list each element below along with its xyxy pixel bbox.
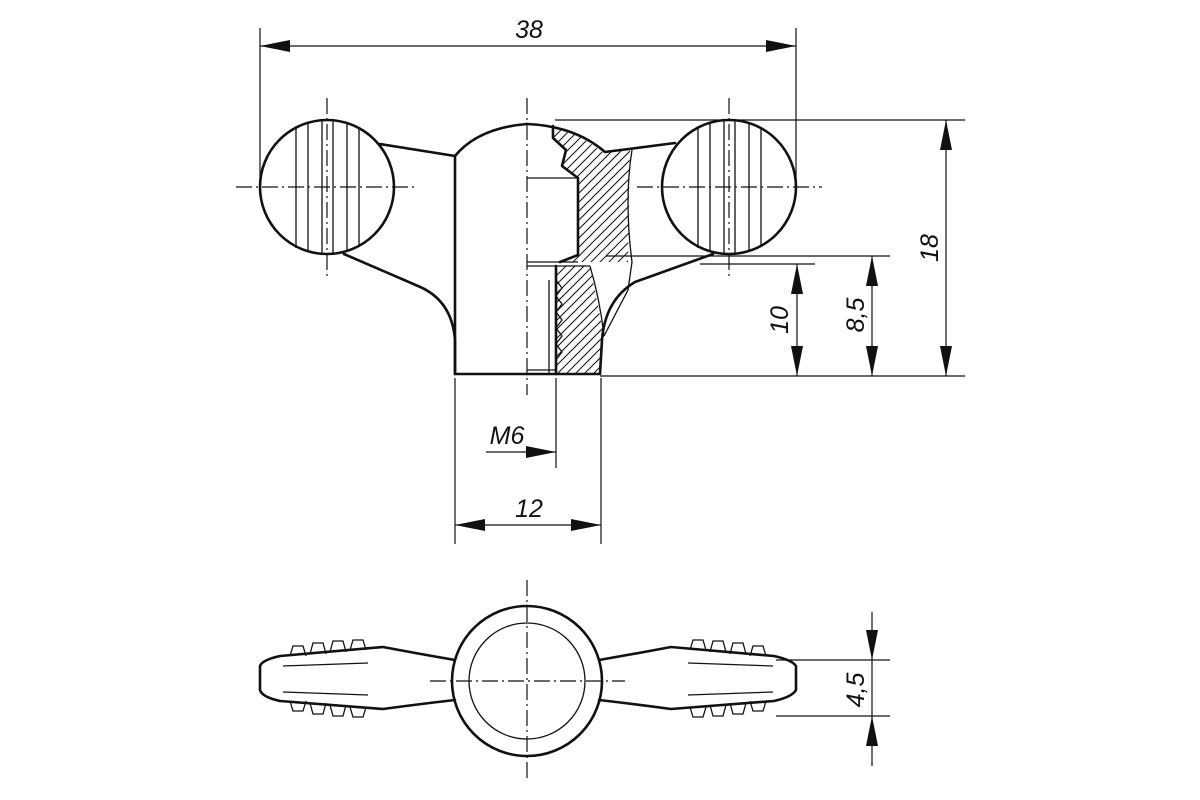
top-view <box>258 580 890 782</box>
dim-10-label: 10 <box>766 306 794 334</box>
dim-8-5-label: 8,5 <box>842 298 870 333</box>
front-view <box>236 98 822 395</box>
front-centre-lines <box>236 98 822 395</box>
body-outline-left <box>342 122 529 376</box>
left-wing-outline <box>258 645 457 711</box>
thread-detail <box>527 177 590 374</box>
dim-18-label: 18 <box>916 234 944 262</box>
section-hatching-lower <box>556 266 604 374</box>
section-hatching-upper <box>553 126 630 262</box>
hub-outer-circle <box>450 604 604 758</box>
left-wing-grip-teeth <box>282 639 369 718</box>
dim-12-label: 12 <box>515 495 543 523</box>
dimension-lines <box>259 28 965 544</box>
dim-38-label: 38 <box>515 16 543 44</box>
right-wing-grip-teeth <box>687 639 774 718</box>
dim-m6-label: M6 <box>490 422 525 450</box>
left-ball-grip-lines <box>295 121 360 253</box>
body-outline-right <box>525 122 715 376</box>
top-centre-lines <box>430 580 625 782</box>
right-wing-outline <box>597 645 798 711</box>
dim-4-5-label: 4,5 <box>842 673 870 708</box>
